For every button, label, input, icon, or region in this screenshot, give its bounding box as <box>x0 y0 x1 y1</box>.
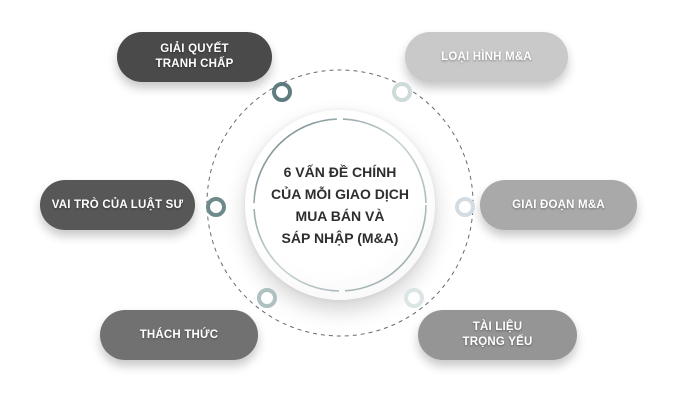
ring-node-icon <box>272 82 292 102</box>
item-vai-tro-luat-su: VAI TRÒ CỦA LUẬT SƯ <box>40 180 195 230</box>
item-thach-thuc: THÁCH THỨC <box>100 310 258 360</box>
ring-node-icon <box>404 288 424 308</box>
item-loai-hinh-mna: LOẠI HÌNH M&A <box>405 32 568 82</box>
inner-arc <box>253 118 427 292</box>
ring-node-icon <box>392 82 412 102</box>
ring-node-icon <box>206 197 226 217</box>
item-giai-doan-mna: GIAI ĐOẠN M&A <box>480 180 637 230</box>
item-tai-lieu-trong-yeu: TÀI LIỆU TRỌNG YẾU <box>418 310 577 360</box>
ring-node-icon <box>257 288 277 308</box>
ring-node-icon <box>455 197 475 217</box>
center-circle <box>245 110 435 300</box>
center-title: 6 VẤN ĐỀ CHÍNH CỦA MỖI GIAO DỊCH MUA BÁN… <box>271 164 409 246</box>
item-giai-quyet-tranh-chap: GIẢI QUYẾT TRANH CHẤP <box>117 32 272 82</box>
